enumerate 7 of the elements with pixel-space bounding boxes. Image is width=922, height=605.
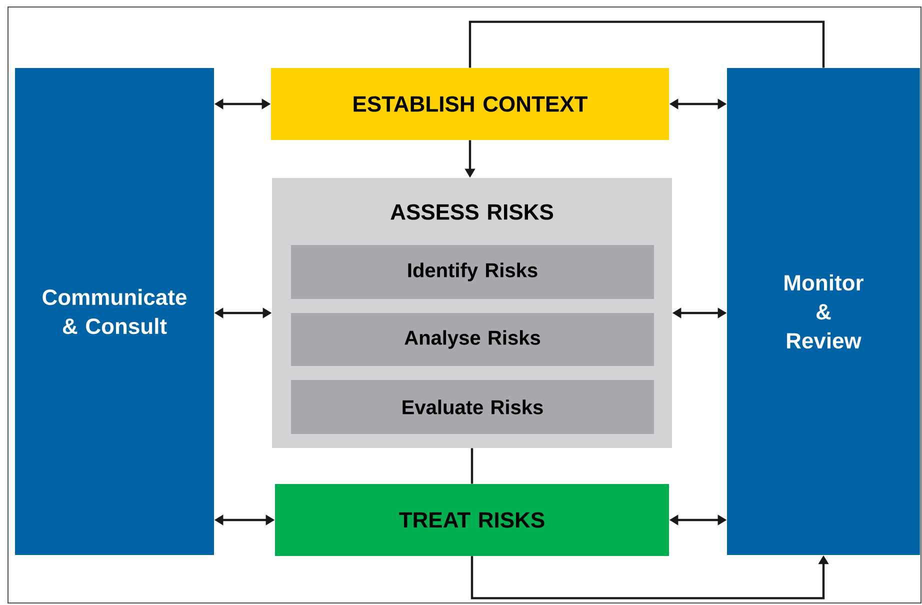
step-box: Evaluate Risks — [291, 380, 654, 434]
stage-box: ESTABLISH CONTEXT — [271, 68, 669, 140]
step-box: Identify Risks — [291, 245, 654, 299]
side-panel: Communicate & Consult — [15, 68, 214, 555]
step-box: Analyse Risks — [291, 313, 654, 366]
side-panel: Monitor & Review — [727, 68, 920, 555]
stage-box: TREAT RISKS — [275, 484, 669, 556]
